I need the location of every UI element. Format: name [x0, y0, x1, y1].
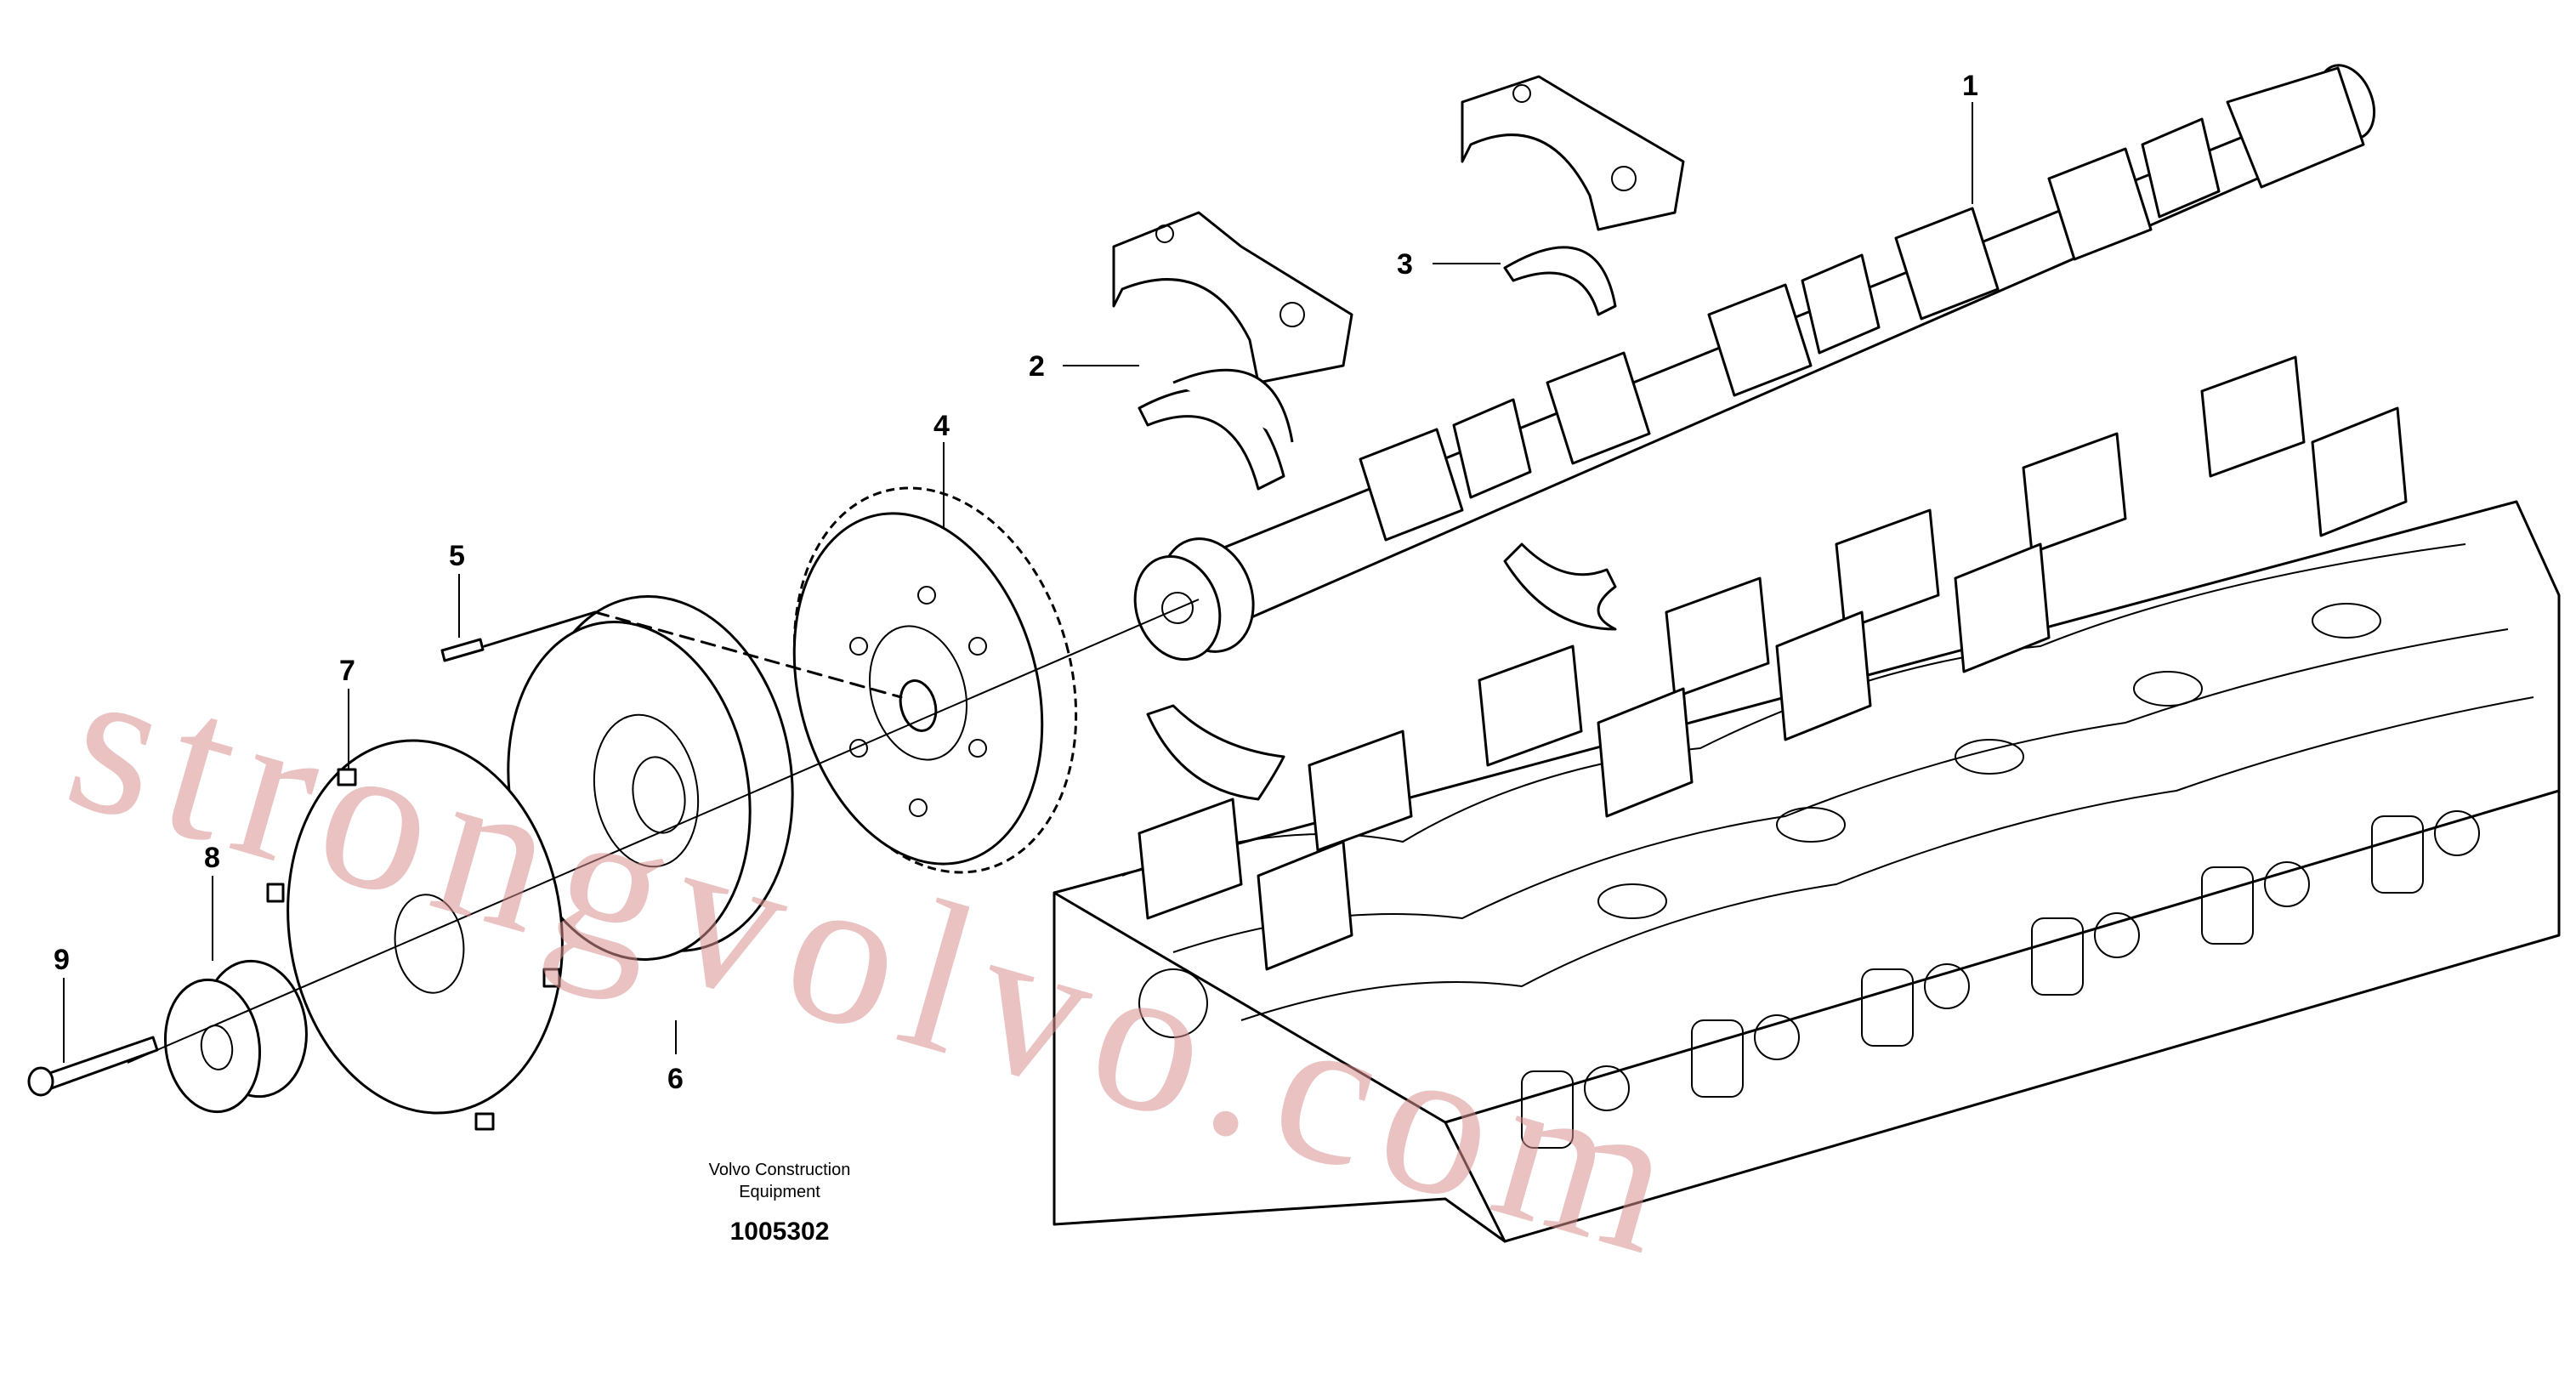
dowel-pin [440, 638, 485, 662]
bearing-shell-lower [1146, 542, 1617, 801]
cylinder-head [1053, 355, 2561, 1243]
leader-lines [63, 102, 1973, 1063]
bearing-cap-front [1112, 211, 1353, 384]
callout-5: 5 [449, 540, 465, 572]
callout-6: 6 [667, 1063, 684, 1095]
vibration-damper [507, 595, 794, 961]
bearing-shell-3 [1503, 246, 1617, 316]
callout-7: 7 [339, 655, 355, 687]
bearing-shell-2 [1138, 368, 1294, 491]
assembly-lines [127, 599, 1200, 1064]
callout-9: 9 [54, 944, 70, 976]
callout-8: 8 [204, 842, 220, 874]
drawing-number: 1005302 [730, 1218, 830, 1246]
callouts: 1 2 3 4 5 6 7 8 9 [54, 70, 1978, 1095]
camshaft [1133, 64, 2376, 661]
callout-3: 3 [1397, 248, 1413, 281]
drawing-caption: Volvo Construction Equipment 1005302 [709, 1161, 851, 1246]
caption-line-2: Equipment [739, 1183, 820, 1201]
camshaft-gear [792, 486, 1078, 874]
hub-plate [266, 739, 564, 1131]
bearing-cap-rear [1461, 75, 1685, 231]
callout-2: 2 [1029, 350, 1045, 383]
bolt [27, 1036, 159, 1097]
callout-1: 1 [1962, 70, 1978, 102]
caption-line-1: Volvo Construction [709, 1161, 851, 1179]
callout-4: 4 [933, 410, 950, 442]
hub [163, 959, 308, 1114]
